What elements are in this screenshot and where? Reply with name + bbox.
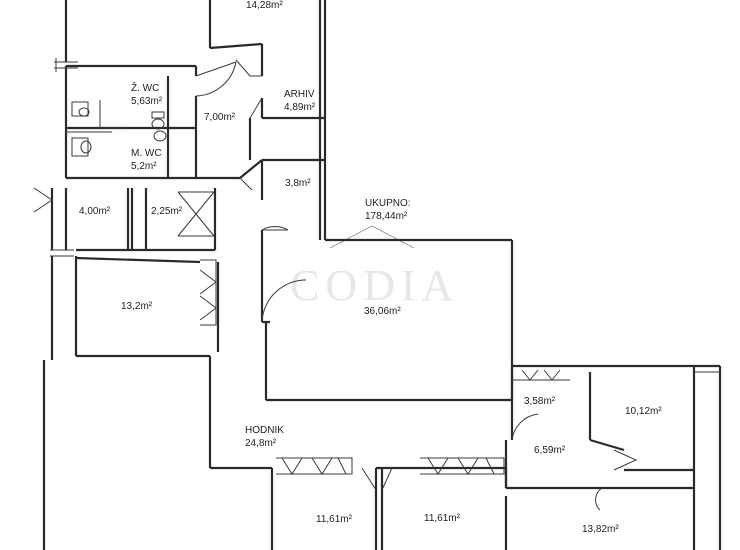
room-area-label: 5,63m² bbox=[131, 96, 163, 107]
room-name-label: ARHIV bbox=[284, 89, 315, 100]
room-area-label: 13,82m² bbox=[582, 524, 619, 535]
room-name-label: Ž. WC bbox=[131, 81, 159, 94]
room-area-label: 4,00m² bbox=[79, 206, 111, 217]
walls bbox=[42, 0, 722, 550]
room-name-label: M. WC bbox=[131, 148, 162, 159]
room-area-label: 3,8m² bbox=[285, 178, 311, 189]
details bbox=[33, 58, 720, 511]
room-area-label: 14,28m² bbox=[246, 0, 283, 11]
room-area-label: 6,59m² bbox=[534, 445, 566, 456]
room-name-label: UKUPNO: bbox=[365, 198, 411, 209]
room-area-label: 5,2m² bbox=[131, 161, 157, 172]
room-area-label: 24,8m² bbox=[245, 438, 277, 449]
room-area-label: 11,61m² bbox=[424, 513, 461, 524]
watermark-logo: CODIA bbox=[290, 225, 459, 310]
room-area-label: 10,12m² bbox=[625, 406, 662, 417]
room-area-label: 2,25m² bbox=[151, 206, 183, 217]
room-area-label: 178,44m² bbox=[365, 211, 408, 222]
room-area-label: 36,06m² bbox=[364, 306, 401, 317]
room-area-label: 4,89m² bbox=[284, 102, 316, 113]
watermark-text: CODIA bbox=[290, 261, 459, 310]
room-labels: 14,28m² Ž. WC 5,63m² ARHIV 4,89m² 7,00m²… bbox=[79, 0, 662, 535]
room-area-label: 7,00m² bbox=[204, 112, 236, 123]
room-name-label: HODNIK bbox=[245, 425, 284, 436]
room-area-label: 13,2m² bbox=[121, 301, 153, 312]
room-area-label: 11,61m² bbox=[316, 514, 353, 525]
room-area-label: 3,58m² bbox=[524, 396, 556, 407]
